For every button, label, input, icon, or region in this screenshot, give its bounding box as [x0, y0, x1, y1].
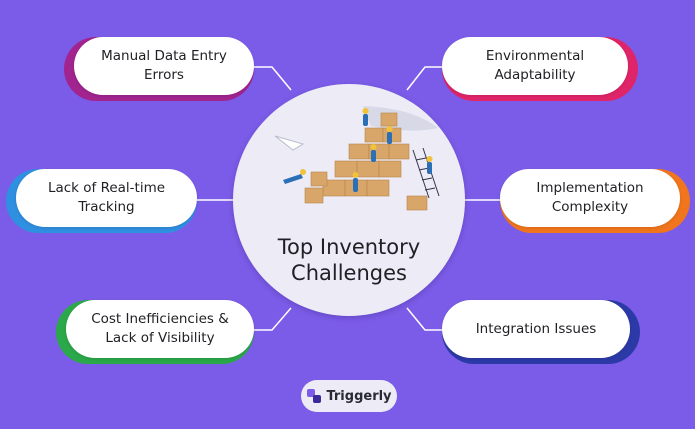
hub-title-line-2: Challenges	[291, 261, 407, 285]
challenge-cost-inefficiencies: Cost Inefficiencies & Lack of Visibility	[56, 300, 254, 364]
challenge-label: Cost Inefficiencies & Lack of Visibility	[91, 311, 229, 346]
connector-manual-data-entry	[254, 66, 292, 91]
brand-name: Triggerly	[326, 388, 392, 404]
challenge-label: Environmental Adaptability	[485, 48, 585, 83]
central-hub: Top Inventory Challenges	[233, 84, 465, 316]
triggerly-logo-icon	[307, 389, 322, 403]
challenge-implementation-complexity: Implementation Complexity	[500, 169, 690, 233]
challenge-label: Implementation Complexity	[536, 180, 644, 215]
challenge-label: Manual Data Entry Errors	[101, 48, 227, 83]
challenge-label: Lack of Real-time Tracking	[47, 180, 166, 215]
triggerly-logo: Triggerly	[301, 380, 397, 412]
challenge-lack-of-real-time-tracking: Lack of Real-time Tracking	[6, 169, 197, 233]
hub-title-line-1: Top Inventory	[277, 235, 421, 259]
hub-title: Top Inventory Challenges	[233, 234, 465, 286]
challenge-integration-issues: Integration Issues	[442, 300, 640, 364]
connector-integration	[406, 307, 442, 331]
challenge-label: Integration Issues	[475, 320, 597, 337]
challenge-environmental-adaptability: Environmental Adaptability	[442, 37, 638, 101]
challenge-manual-data-entry-errors: Manual Data Entry Errors	[64, 37, 254, 101]
warehouse-workers-illustration	[274, 106, 440, 211]
connector-cost	[254, 307, 292, 331]
connector-environmental	[406, 66, 442, 91]
